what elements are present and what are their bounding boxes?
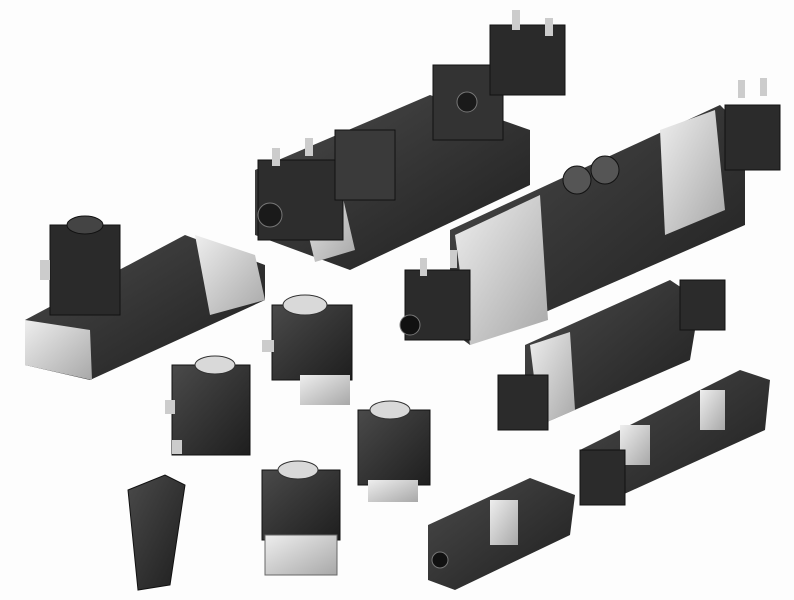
valve-long-manifold bbox=[399, 78, 781, 345]
valve-right-mid bbox=[497, 279, 726, 431]
valve-small-1 bbox=[262, 294, 353, 405]
valve-small-2 bbox=[165, 355, 251, 456]
valve-large-left bbox=[25, 215, 265, 380]
valve-double-solenoid-top bbox=[255, 10, 566, 270]
valve-slim bbox=[127, 474, 186, 591]
valve-right-lower bbox=[579, 370, 770, 506]
valve-small-3 bbox=[357, 400, 431, 502]
valve-small-4 bbox=[261, 460, 341, 576]
valve-bottom-small bbox=[428, 478, 575, 590]
